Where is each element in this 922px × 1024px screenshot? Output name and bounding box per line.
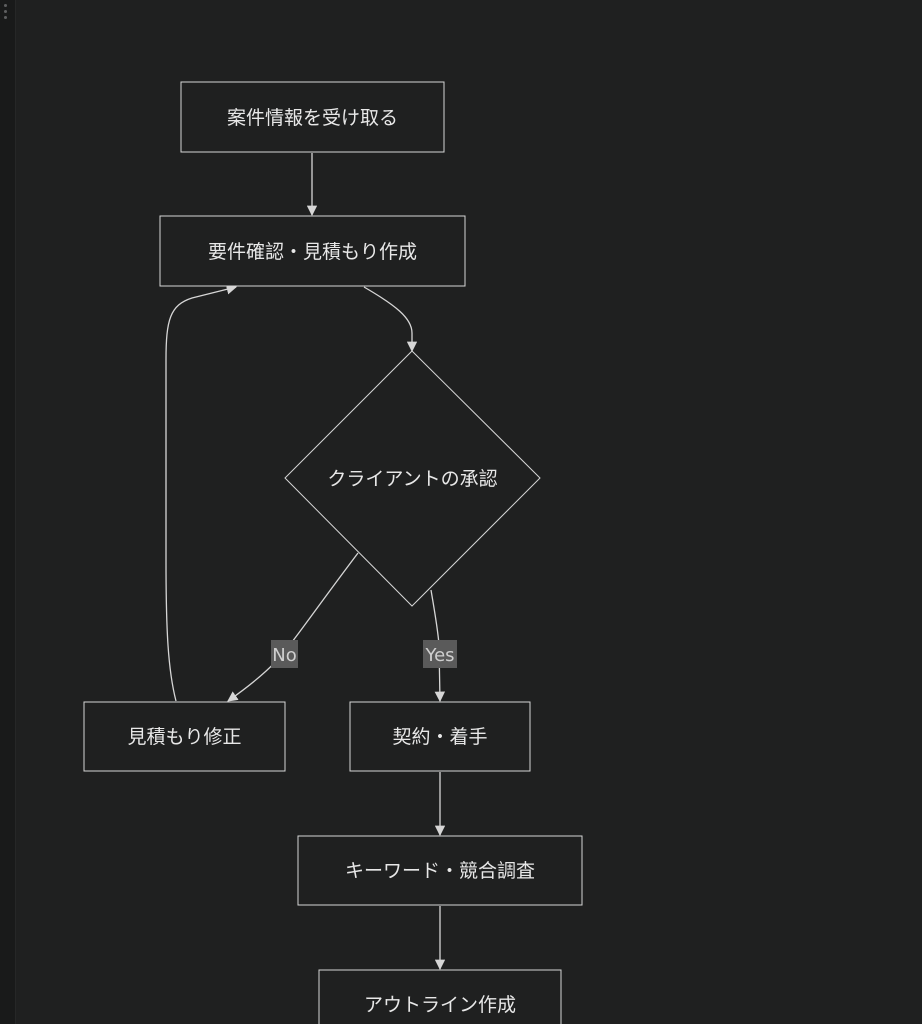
node-estimate[interactable]: 要件確認・見積もり作成 [159, 215, 466, 287]
node-research-label: キーワード・競合調査 [345, 860, 535, 882]
node-receive[interactable]: 案件情報を受け取る [180, 81, 445, 153]
drag-handle-icon[interactable] [4, 10, 7, 13]
node-research[interactable]: キーワード・競合調査 [297, 835, 583, 906]
drag-handle-icon[interactable] [4, 16, 7, 19]
node-outline-label: アウトライン作成 [364, 994, 516, 1016]
node-revise[interactable]: 見積もり修正 [83, 701, 286, 772]
edge-label-no-text: No [272, 645, 296, 666]
node-contract[interactable]: 契約・着手 [349, 701, 531, 772]
node-estimate-label: 要件確認・見積もり作成 [208, 241, 417, 263]
edge-estimate-to-approval [363, 286, 418, 353]
node-approval-label: クライアントの承認 [327, 468, 497, 490]
edge-label-no: No [271, 640, 298, 668]
edge-label-yes: Yes [423, 640, 457, 668]
edge-revise-to-estimate [165, 284, 238, 702]
node-receive-label: 案件情報を受け取る [227, 107, 398, 129]
edge-approval-no-to-revise [227, 552, 359, 702]
edge-label-yes-text: Yes [424, 645, 454, 666]
side-panel-strip[interactable] [0, 0, 16, 1024]
node-contract-label: 契約・着手 [392, 726, 487, 748]
node-revise-label: 見積もり修正 [127, 726, 241, 748]
node-approval-decision[interactable]: クライアントの承認 [284, 350, 541, 607]
drag-handle-icon[interactable] [4, 4, 7, 7]
node-outline[interactable]: アウトライン作成 [318, 969, 562, 1024]
